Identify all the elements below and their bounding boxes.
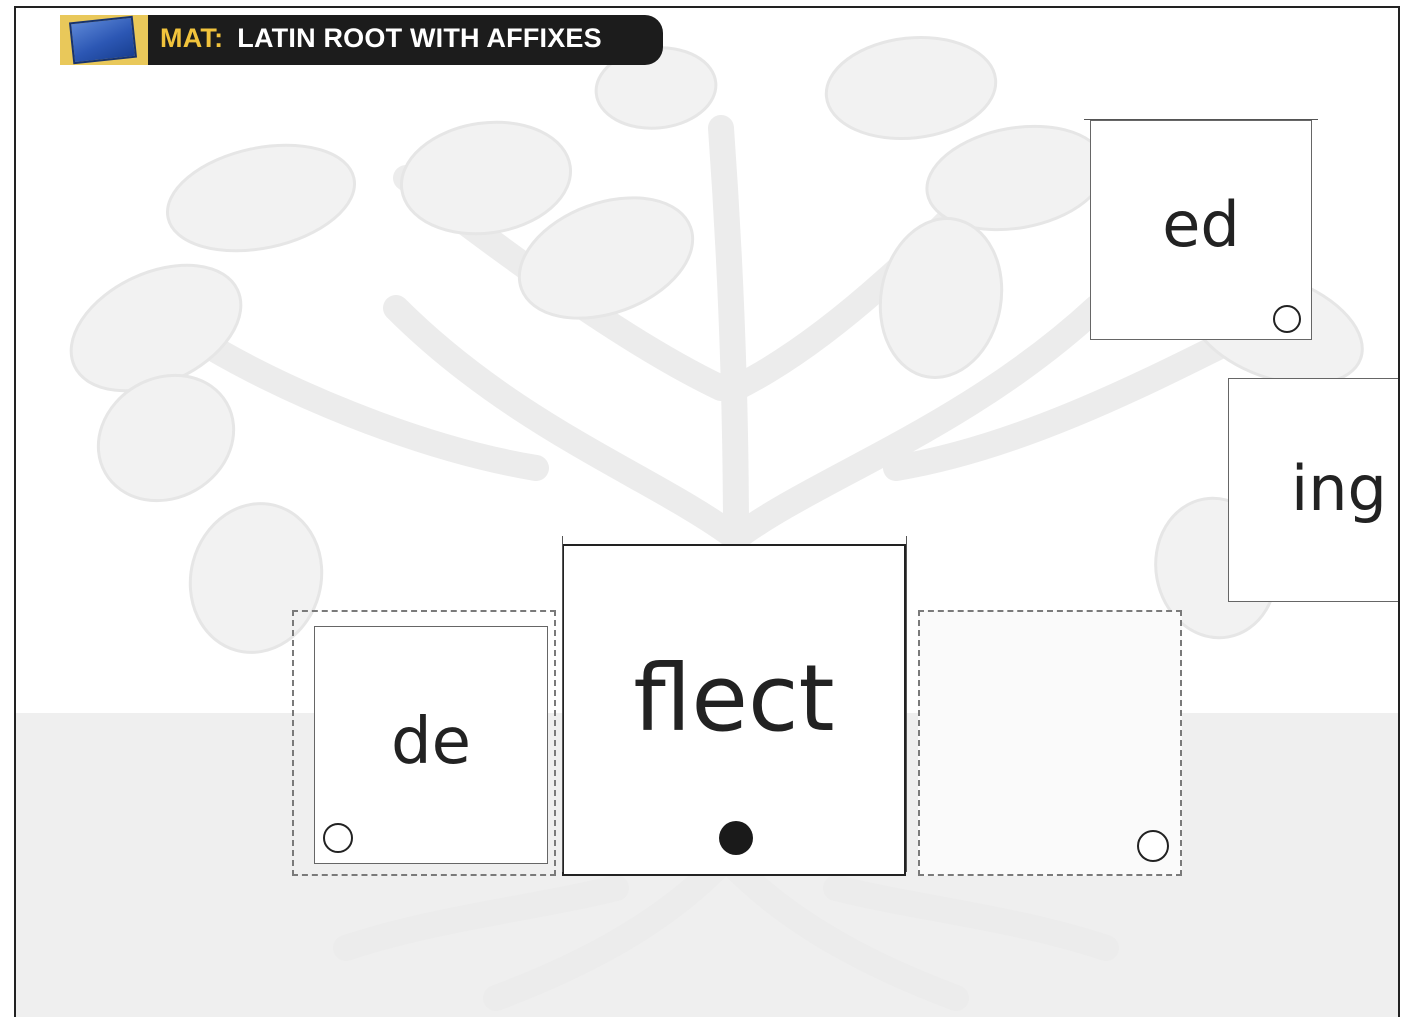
header-title-text: LATIN ROOT WITH AFFIXES	[237, 23, 602, 53]
ed-tile-guide-top	[1084, 119, 1318, 120]
book-icon	[68, 15, 138, 65]
suffix-drop-slot[interactable]	[918, 610, 1182, 876]
suffix-tile-ed-handle-icon[interactable]	[1273, 305, 1301, 333]
suffix-tile-ing-label: ing	[1291, 451, 1387, 525]
suffix-tile-ed[interactable]: ed	[1090, 120, 1312, 340]
tree-background-illustration	[69, 35, 1364, 1011]
root-tile-guide-right	[906, 536, 907, 872]
root-tile-label: flect	[633, 644, 835, 752]
prefix-tile[interactable]: de	[314, 626, 548, 864]
mat-canvas: MAT:LATIN ROOT WITH AFFIXES de flect ed …	[14, 6, 1400, 1017]
suffix-slot-handle-icon[interactable]	[1137, 830, 1169, 862]
root-tile-guide-left	[562, 536, 563, 872]
suffix-tile-ing[interactable]: ing	[1228, 378, 1398, 602]
mat-logo	[60, 15, 148, 65]
prefix-tile-label: de	[391, 705, 471, 779]
header-title: MAT: LATIN ROOT WITH AFFIXES	[160, 23, 602, 54]
header-prefix: MAT:	[160, 23, 224, 53]
root-tile[interactable]: flect	[562, 544, 906, 876]
prefix-tile-handle-icon[interactable]	[323, 823, 353, 853]
suffix-tile-ed-label: ed	[1162, 187, 1240, 261]
prefix-drop-slot[interactable]	[292, 610, 556, 876]
root-tile-handle-icon[interactable]	[719, 821, 753, 855]
header-banner: MAT: LATIN ROOT WITH AFFIXES	[60, 15, 663, 65]
